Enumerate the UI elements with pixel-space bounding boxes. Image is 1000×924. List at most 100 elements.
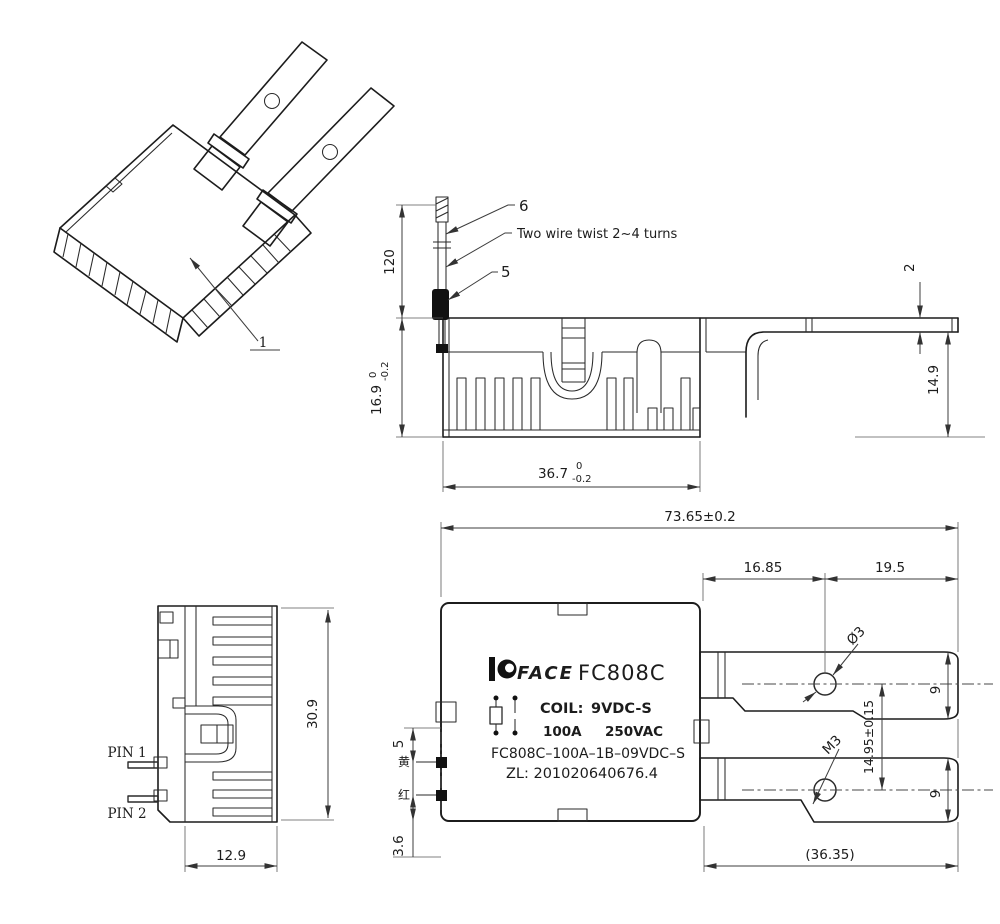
top-notch-lower	[557, 808, 588, 822]
wire-crimp-tip	[435, 196, 449, 223]
yellow-wire-label: 黄	[398, 755, 410, 769]
pin2-label: PIN 2	[107, 806, 146, 822]
leader-m3	[812, 748, 840, 805]
iso-blade-rear	[219, 41, 328, 156]
brand-text: FACE	[517, 663, 574, 684]
leader-6	[445, 204, 515, 235]
red-wire-label: 红	[398, 787, 410, 802]
top-blade-lower-seams	[717, 758, 726, 800]
dim-19-5: 19.5	[875, 560, 905, 576]
iso-blade-rear-neck	[193, 145, 241, 191]
dim-3-6: 3.6	[391, 835, 407, 856]
coil-symbol	[489, 695, 503, 736]
iso-callout-leader	[189, 257, 259, 342]
dim-120: 120	[382, 249, 398, 275]
pin1-label: PIN 1	[107, 745, 146, 761]
dim-14-9: 14.9	[926, 365, 942, 395]
yellow-wire-terminal	[436, 757, 447, 768]
dim-14-95: 14.95±0.15	[861, 700, 876, 774]
side-wire-assembly	[432, 196, 451, 353]
dim-12-9: 12.9	[216, 848, 246, 864]
contact-symbol	[512, 695, 518, 736]
front-view: PIN 1 PIN 2 30.9 12.9	[107, 605, 334, 872]
iso-view: 1	[53, 41, 395, 351]
front-dimensions: 30.9 12.9	[184, 607, 334, 872]
side-comb-slots-right	[606, 377, 701, 431]
leader-twist-note	[445, 232, 512, 268]
wire-upper	[437, 222, 447, 289]
iso-blade-rear-collar	[207, 133, 250, 169]
dim-phi3: Ø3	[844, 624, 869, 649]
dim-5: 5	[391, 740, 407, 749]
current-rating: 100A	[543, 724, 582, 740]
leader-5	[447, 271, 498, 301]
red-wire-terminal	[436, 790, 447, 801]
twist-note: Two wire twist 2~4 turns	[516, 227, 678, 242]
dim-30-9: 30.9	[305, 699, 321, 729]
top-blade-lower	[699, 757, 959, 823]
side-center-channel	[561, 318, 586, 383]
front-left-details	[153, 611, 186, 802]
iso-comb-teeth-left	[62, 233, 172, 334]
iso-comb-teeth-right	[191, 233, 292, 329]
callout-5: 5	[501, 263, 511, 281]
side-blade-seams	[805, 318, 953, 332]
top-dimensions: 73.65±0.2 16.85 19.5 Ø3 M3 14.95±0.15 9	[391, 509, 959, 872]
side-view: 6 Two wire twist 2~4 turns 5 120 16.9 0 …	[368, 196, 985, 492]
coil-value: 9VDC-S	[591, 701, 652, 717]
wire-terminal-nub	[436, 344, 448, 353]
side-blade-bend-outer	[745, 331, 959, 418]
top-notch-upper	[557, 602, 588, 616]
iso-blade-rear-hole	[263, 92, 281, 110]
side-u-pocket-inner	[550, 351, 594, 392]
iso-blade-front-neck	[242, 201, 289, 247]
front-body-outline	[157, 605, 278, 823]
side-blade-bend-inner	[757, 339, 769, 400]
dim-9-top: 9	[928, 686, 944, 695]
dim-16-85: 16.85	[744, 560, 783, 576]
dim-9-bottom: 9	[928, 790, 944, 799]
nameplate: FACE FC808C COIL: 9VDC-S 100A 250VAC FC8…	[489, 657, 685, 782]
callout-6: 6	[519, 197, 529, 215]
coil-label: COIL:	[540, 701, 583, 717]
voltage-rating: 250VAC	[605, 724, 663, 740]
top-blade-upper	[699, 651, 959, 720]
dim-16-9-tol-lower: -0.2	[380, 361, 391, 381]
iso-body-top-face	[59, 124, 296, 319]
dim-2: 2	[902, 263, 918, 272]
patent-number: ZL: 201020640676.4	[506, 766, 658, 782]
dim-m3: M3	[819, 732, 845, 758]
part-number: FC808C–100A–1B–09VDC–S	[491, 746, 685, 762]
iso-left-face	[53, 227, 184, 343]
side-comb-slots-left	[456, 377, 541, 431]
front-slots-upper	[212, 616, 273, 706]
front-pin2	[127, 795, 159, 803]
top-view: FACE FC808C COIL: 9VDC-S 100A 250VAC FC8…	[391, 509, 993, 872]
dim-73-65: 73.65±0.2	[664, 509, 735, 525]
dim-16-9: 16.9	[369, 385, 385, 415]
wire-rubber-boot	[432, 289, 449, 320]
dim-16-9-tol-upper: 0	[368, 372, 379, 378]
side-u-pocket-outer	[542, 351, 603, 400]
top-left-tab	[435, 701, 457, 723]
top-blade-upper-seams	[717, 652, 726, 698]
brand-logo-icon	[489, 657, 495, 681]
model-text: FC808C	[578, 661, 666, 685]
side-internal-arch	[636, 339, 662, 413]
iso-blade-front-hole	[321, 143, 339, 161]
brand-logo-ring-center	[505, 663, 514, 673]
side-dimensions: 120 16.9 0 -0.2 36.7 0 -0.2 2 14.9	[368, 204, 985, 492]
iso-right-face	[182, 214, 312, 337]
wire-terminal-ticks	[416, 761, 436, 796]
dim-36-7-tol-lower: -0.2	[572, 474, 592, 485]
dim-36-35: (36.35)	[805, 847, 854, 863]
iso-top-face-edge	[65, 132, 173, 233]
leader-phi3-upper	[832, 643, 859, 676]
front-u-channel-inner	[185, 713, 229, 755]
top-right-tab	[693, 719, 710, 744]
leader-phi3-lower	[802, 691, 817, 703]
iso-top-notch	[105, 177, 123, 193]
iso-blade-front-collar	[256, 189, 298, 224]
